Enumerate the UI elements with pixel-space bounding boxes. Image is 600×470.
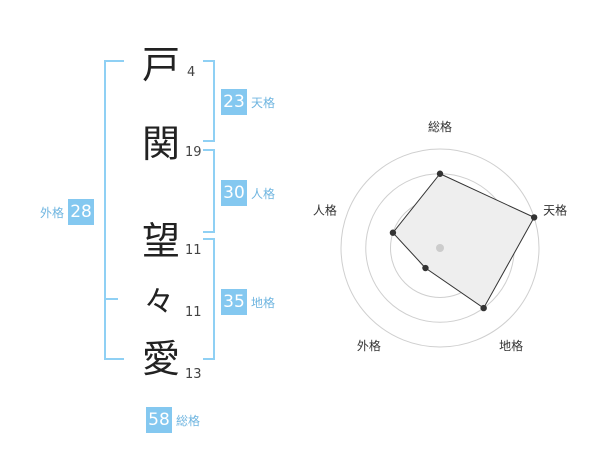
soukaku-value: 58 [146, 407, 172, 433]
name-char-5: 愛 [142, 337, 181, 381]
radar-center-dot [436, 244, 444, 252]
jinkaku-value: 30 [221, 180, 247, 206]
radar-axis-label-2: 地格 [499, 338, 523, 353]
soukaku-label: 総格 [176, 413, 201, 428]
stroke-count-5: 13 [185, 367, 202, 382]
name-char-1: 戸 [142, 43, 181, 87]
stroke-count-1: 4 [187, 65, 196, 80]
chikaku-bracket [203, 238, 215, 360]
radar-axis-label-0: 総格 [428, 119, 452, 134]
radar-point-1 [530, 214, 538, 221]
soukaku-badge: 58 総格 [146, 407, 200, 433]
chikaku-value: 35 [221, 289, 247, 315]
radar-point-0 [436, 170, 444, 177]
chikaku-label: 地格 [251, 295, 276, 310]
gaikaku-value: 28 [68, 199, 95, 225]
jinkaku-bracket [203, 149, 215, 233]
radar-data-points [389, 170, 538, 312]
name-char-2: 関 [142, 122, 181, 166]
tenkaku-bracket [203, 60, 215, 142]
radar-axis-label-4: 人格 [313, 203, 337, 218]
gaikaku-label: 外格 [40, 205, 65, 220]
radar-axis-label-3: 外格 [357, 338, 381, 353]
chikaku-badge: 35 地格 [221, 289, 275, 315]
radar-ring-4 [340, 148, 540, 348]
stroke-count-2: 19 [185, 145, 202, 160]
tenkaku-label: 天格 [251, 95, 276, 110]
stroke-count-4: 11 [185, 305, 202, 320]
tenkaku-badge: 23 天格 [221, 89, 275, 115]
gaikaku-bracket [104, 60, 124, 360]
stroke-count-3: 11 [185, 243, 202, 258]
gaikaku-badge: 外格 28 [40, 199, 95, 225]
tenkaku-value: 23 [221, 89, 247, 115]
radar-point-4 [389, 229, 397, 236]
radar-axis-label-1: 天格 [543, 203, 567, 218]
radar-data-polygon [392, 173, 535, 309]
name-char-4: 々 [144, 285, 174, 320]
jinkaku-badge: 30 人格 [221, 180, 275, 206]
jinkaku-label: 人格 [251, 186, 276, 201]
gaikaku-bracket-split [104, 298, 118, 300]
radar-point-3 [422, 264, 429, 272]
radar-point-2 [480, 304, 487, 312]
name-char-3: 望 [142, 219, 181, 263]
